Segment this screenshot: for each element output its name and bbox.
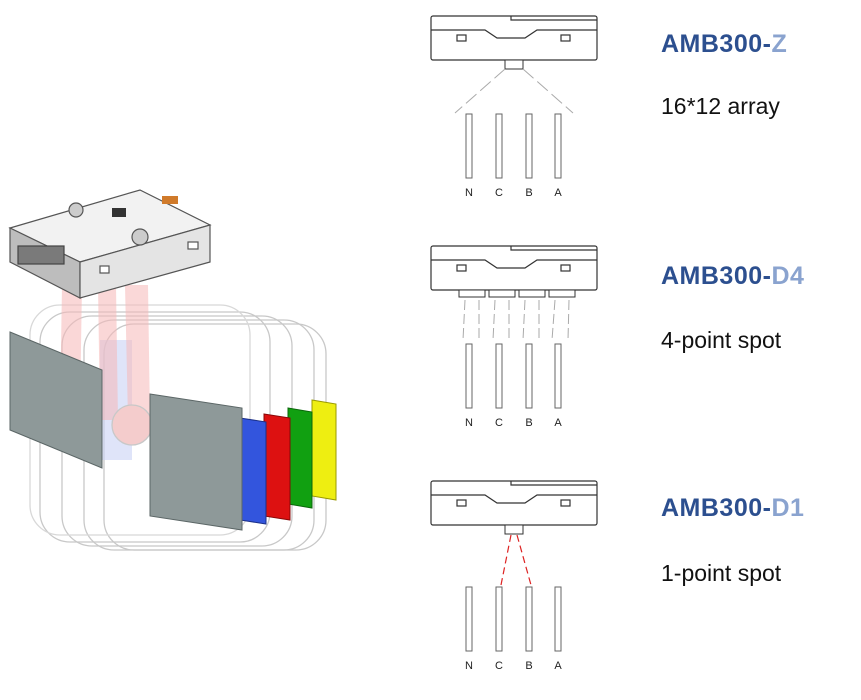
test-strip-icon [239, 399, 337, 525]
channel-strip [554, 343, 562, 409]
sensor-outline-icon [430, 245, 598, 291]
lens [548, 289, 576, 298]
sensor-outline-icon [430, 15, 598, 61]
center-hole [111, 404, 153, 446]
model-name-d4: AMB300-D4 [661, 262, 804, 291]
model-suffix: D1 [771, 494, 805, 522]
model-prefix: AMB300- [661, 494, 772, 522]
model-name-z: AMB300-Z [661, 30, 787, 59]
channel-label: C [495, 417, 503, 429]
lens [488, 289, 516, 298]
fov-lines [500, 534, 532, 586]
variant-z: N C B A AMB300-Z 16*12 array [425, 10, 861, 235]
fov-lines [522, 299, 540, 341]
fov-lines [551, 299, 570, 341]
channel-strip [495, 343, 503, 409]
model-description-z: 16*12 array [661, 93, 780, 119]
lens [504, 524, 524, 535]
channel-strip [554, 113, 562, 179]
back-card [9, 331, 103, 469]
fov-lines [492, 299, 510, 341]
channel-strip [495, 586, 503, 652]
channel-strip [525, 113, 533, 179]
fov-lines [462, 299, 480, 341]
channel-strip [495, 113, 503, 179]
channel-strip [465, 113, 473, 179]
model-description-d4: 4-point spot [661, 327, 782, 353]
fov-lines [454, 68, 574, 114]
sensor-assembly-illustration [8, 189, 337, 551]
channel-label: A [554, 417, 562, 429]
channel-label: B [525, 417, 532, 429]
channel-label: C [495, 187, 503, 199]
model-prefix: AMB300- [661, 262, 772, 290]
channel-strip [525, 343, 533, 409]
lens [504, 59, 524, 70]
model-suffix: Z [771, 30, 788, 58]
channel-label: N [465, 417, 473, 429]
variant-d1: N C B A AMB300-D1 1-point spot [425, 475, 861, 700]
channel-label: B [525, 187, 532, 199]
variant-d4: N C B A AMB300-D4 4-point spot [425, 240, 861, 465]
model-suffix: D4 [771, 262, 805, 290]
sensor-outline-icon [430, 480, 598, 526]
channel-label: C [495, 660, 503, 672]
model-description-d1: 1-point spot [661, 560, 782, 586]
channel-strip [554, 586, 562, 652]
front-card [149, 393, 243, 531]
lens [518, 289, 546, 298]
channel-strip [465, 586, 473, 652]
model-prefix: AMB300- [661, 30, 772, 58]
channel-label: A [554, 660, 562, 672]
channel-label: N [465, 187, 473, 199]
model-name-d1: AMB300-D1 [661, 494, 804, 523]
channel-strip [525, 586, 533, 652]
channel-label: N [465, 660, 473, 672]
channel-strip [465, 343, 473, 409]
channel-label: A [554, 187, 562, 199]
sensor-module-icon [8, 189, 212, 299]
channel-label: B [525, 660, 532, 672]
lens [458, 289, 486, 298]
